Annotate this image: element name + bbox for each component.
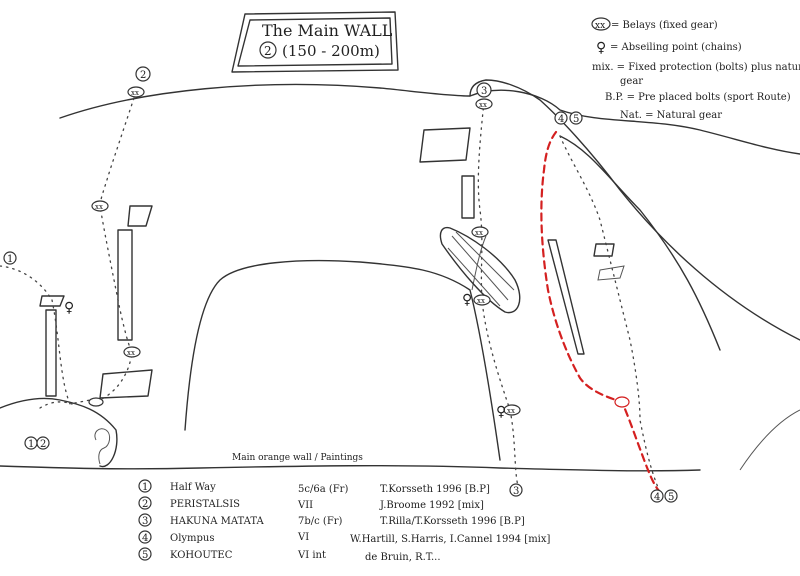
belay-text: xx	[507, 407, 515, 415]
route-2-num: 2	[142, 499, 148, 510]
legend-mix-cont: gear	[620, 76, 643, 87]
belay-text: xx	[95, 203, 103, 211]
rock-features	[39, 127, 625, 465]
abseil-points: ♀ ♀ ♀	[64, 292, 506, 420]
belay-marker	[473, 294, 491, 306]
route-list: 1 Half Way 5c/6a (Fr) T.Korsseth 1996 [B…	[138, 479, 551, 563]
route-2-grade: VII	[297, 500, 313, 511]
route-3-num: 3	[142, 516, 148, 527]
title-number: 2	[264, 44, 272, 58]
belay-marker	[503, 404, 521, 416]
marker-5-base: 5	[668, 492, 674, 503]
route-4-num: 4	[142, 533, 148, 544]
marker-4: 4	[558, 114, 564, 125]
route-5-name: KOHOUTEC	[170, 550, 233, 561]
marker-1-base: 1	[28, 439, 34, 450]
abseil-icon: ♀	[496, 404, 506, 420]
belay-marker	[91, 200, 109, 212]
marker-3: 3	[481, 86, 487, 97]
marker-2: 2	[140, 70, 146, 81]
legend-symbol-belay: xx	[595, 21, 605, 31]
title-line1: The Main WALL	[262, 21, 393, 40]
abseil-icon: ♀	[64, 300, 74, 316]
legend-nat: Nat. = Natural gear	[620, 110, 722, 121]
belay-text: xx	[127, 349, 135, 357]
belay-marker	[475, 98, 493, 110]
belay-text: xx	[475, 229, 483, 237]
title-height: (150 - 200m)	[282, 42, 380, 60]
route-1-fa: T.Korsseth 1996 [B.P]	[380, 484, 490, 495]
route-1-grade: 5c/6a (Fr)	[298, 484, 348, 495]
route-3-grade: 7b/c (Fr)	[298, 516, 343, 527]
belay-marker	[127, 86, 145, 98]
title-box: The Main WALL 2 (150 - 200m)	[231, 11, 399, 73]
route-5-num: 5	[142, 550, 148, 561]
route-3-fa: T.Rilla/T.Korsseth 1996 [B.P]	[380, 516, 525, 527]
marker-1: 1	[7, 254, 13, 265]
legend: xx = Belays (fixed gear) ♀ = Abseiling p…	[591, 17, 800, 121]
belay-marker	[614, 396, 630, 408]
route-3-name: HAKUNA MATATA	[170, 516, 264, 527]
route-4-grade: VI	[297, 532, 309, 543]
marker-2-base: 2	[40, 439, 46, 450]
wall-outline	[0, 79, 800, 472]
legend-belays: = Belays (fixed gear)	[611, 20, 718, 31]
marker-4-base: 4	[654, 492, 660, 503]
route-4-fa: W.Hartill, S.Harris, I.Cannel 1994 [mix]	[350, 534, 551, 545]
legend-bp: B.P. = Pre placed bolts (sport Route)	[605, 92, 791, 103]
route-2-fa: J.Broome 1992 [mix]	[379, 500, 484, 511]
legend-abseil: = Abseiling point (chains)	[610, 42, 742, 53]
legend-mix: mix. = Fixed protection (bolts) plus nat…	[592, 62, 800, 73]
route-5-grade: VI int	[297, 550, 326, 561]
main-orange-wall-label: Main orange wall / Paintings	[232, 453, 363, 463]
route-5-fa: de Bruin, R.T...	[365, 552, 441, 563]
route-2-name: PERISTALSIS	[170, 499, 240, 510]
route-markers: 1 2 3 4 5 1 2 3 4 5	[3, 66, 678, 503]
route-1-num: 1	[142, 482, 148, 493]
belay-marker	[471, 226, 489, 238]
belay-text: xx	[479, 101, 487, 109]
belay-text: xx	[477, 297, 485, 305]
belays: xx xx xx xx xx xx xx	[88, 86, 630, 416]
route-4-name: Olympus	[170, 533, 215, 544]
route-1-name: Half Way	[170, 482, 216, 493]
abseil-icon: ♀	[462, 292, 472, 308]
marker-3-base: 3	[513, 486, 519, 497]
marker-5: 5	[573, 114, 579, 125]
route-lines	[0, 91, 662, 494]
legend-symbol-abseil: ♀	[596, 40, 606, 56]
belay-marker	[88, 397, 104, 407]
belay-text: xx	[131, 89, 139, 97]
belay-marker	[123, 346, 141, 358]
